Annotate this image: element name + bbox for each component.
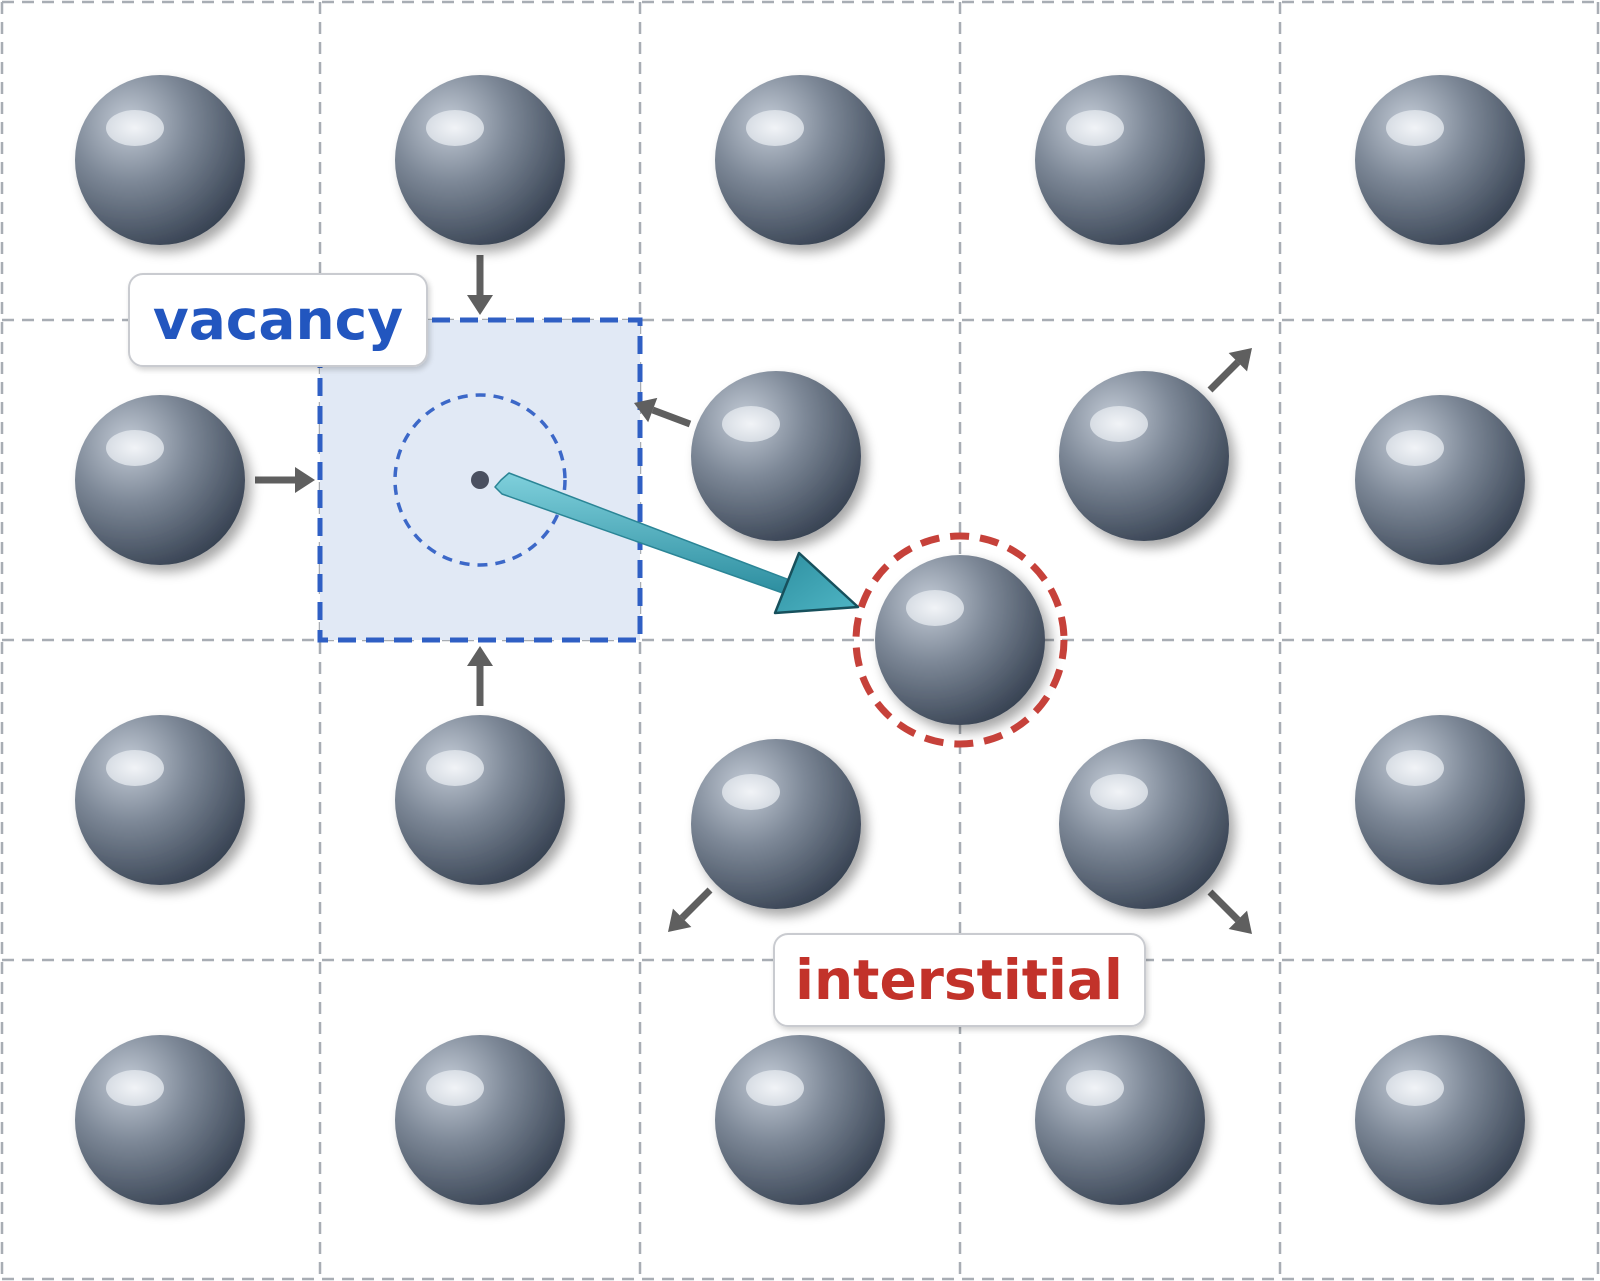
atom [715,75,885,245]
atom-highlight [1386,1070,1444,1106]
migration-arrow-icon [494,472,860,615]
atom-sphere-icon [1035,75,1205,245]
atom-highlight [1386,750,1444,786]
atom-sphere-icon [75,395,245,565]
atom [691,739,861,909]
atom-sphere-icon [1355,75,1525,245]
atom-highlight [1386,430,1444,466]
atom-sphere-icon [395,75,565,245]
atom-highlight [906,590,964,626]
atom [75,75,245,245]
atom-highlight [746,1070,804,1106]
atom-highlight [1066,110,1124,146]
migration-arrow-head [773,551,860,615]
atom [1059,739,1229,909]
atom-lattice [75,75,1525,1205]
relaxation-arrow-icon [467,646,493,706]
atom-highlight [1090,406,1148,442]
atom [1355,1035,1525,1205]
atom [75,715,245,885]
relaxation-arrow-icon [255,467,315,493]
vacancy-site [317,317,643,643]
atom-highlight [426,1070,484,1106]
interstitial-label: interstitial [773,933,1146,1027]
atom [1035,75,1205,245]
atom-highlight [722,406,780,442]
atom-highlight [426,110,484,146]
relaxation-arrow-icon [1207,889,1252,934]
atom-highlight [1090,774,1148,810]
atom-sphere-icon [1355,1035,1525,1205]
relaxation-arrow-icon [668,887,713,932]
atom [691,371,861,541]
atom [75,1035,245,1205]
interstitial-ring [852,532,1068,748]
atom [395,75,565,245]
atom-highlight [106,750,164,786]
atom-highlight [106,1070,164,1106]
atom-highlight [1066,1070,1124,1106]
atom-highlight [426,750,484,786]
atom-highlight [1386,110,1444,146]
atom-highlight [746,110,804,146]
interstitial-label-box [773,933,1146,1027]
atom [715,1035,885,1205]
vacancy-empty-site [393,393,567,567]
atom-sphere-icon [1059,371,1229,541]
vacancy-label-text: vacancy [153,288,403,352]
vacancy-label: vacancy [128,273,428,367]
atom [1355,715,1525,885]
atom [1059,371,1229,541]
atom-sphere-icon [1035,1035,1205,1205]
vacancy-center-dot [471,471,489,489]
atom [1355,395,1525,565]
interstitial-atom [875,555,1045,725]
relaxation-arrow-icon [634,397,692,428]
atom-sphere-icon [75,715,245,885]
atom-highlight [106,110,164,146]
atom-highlight [722,774,780,810]
atom [1035,1035,1205,1205]
atom-sphere-icon [691,371,861,541]
atom-sphere-icon [1355,395,1525,565]
atom-sphere-icon [395,715,565,885]
vacancy-label-box [128,273,428,367]
atom-sphere-icon [875,555,1045,725]
atom [1355,75,1525,245]
relaxation-arrows [255,255,1252,934]
atom-sphere-icon [75,1035,245,1205]
atom-sphere-icon [715,75,885,245]
atom [75,395,245,565]
atom-sphere-icon [715,1035,885,1205]
atom-sphere-icon [691,739,861,909]
relaxation-arrow-icon [467,255,493,315]
relaxation-arrow-icon [1207,348,1252,393]
atom-sphere-icon [1059,739,1229,909]
atom [395,715,565,885]
interstitial-label-text: interstitial [795,948,1123,1012]
atom [395,1035,565,1205]
atom-sphere-icon [395,1035,565,1205]
atom-sphere-icon [1355,715,1525,885]
atom-highlight [106,430,164,466]
atom-sphere-icon [75,75,245,245]
